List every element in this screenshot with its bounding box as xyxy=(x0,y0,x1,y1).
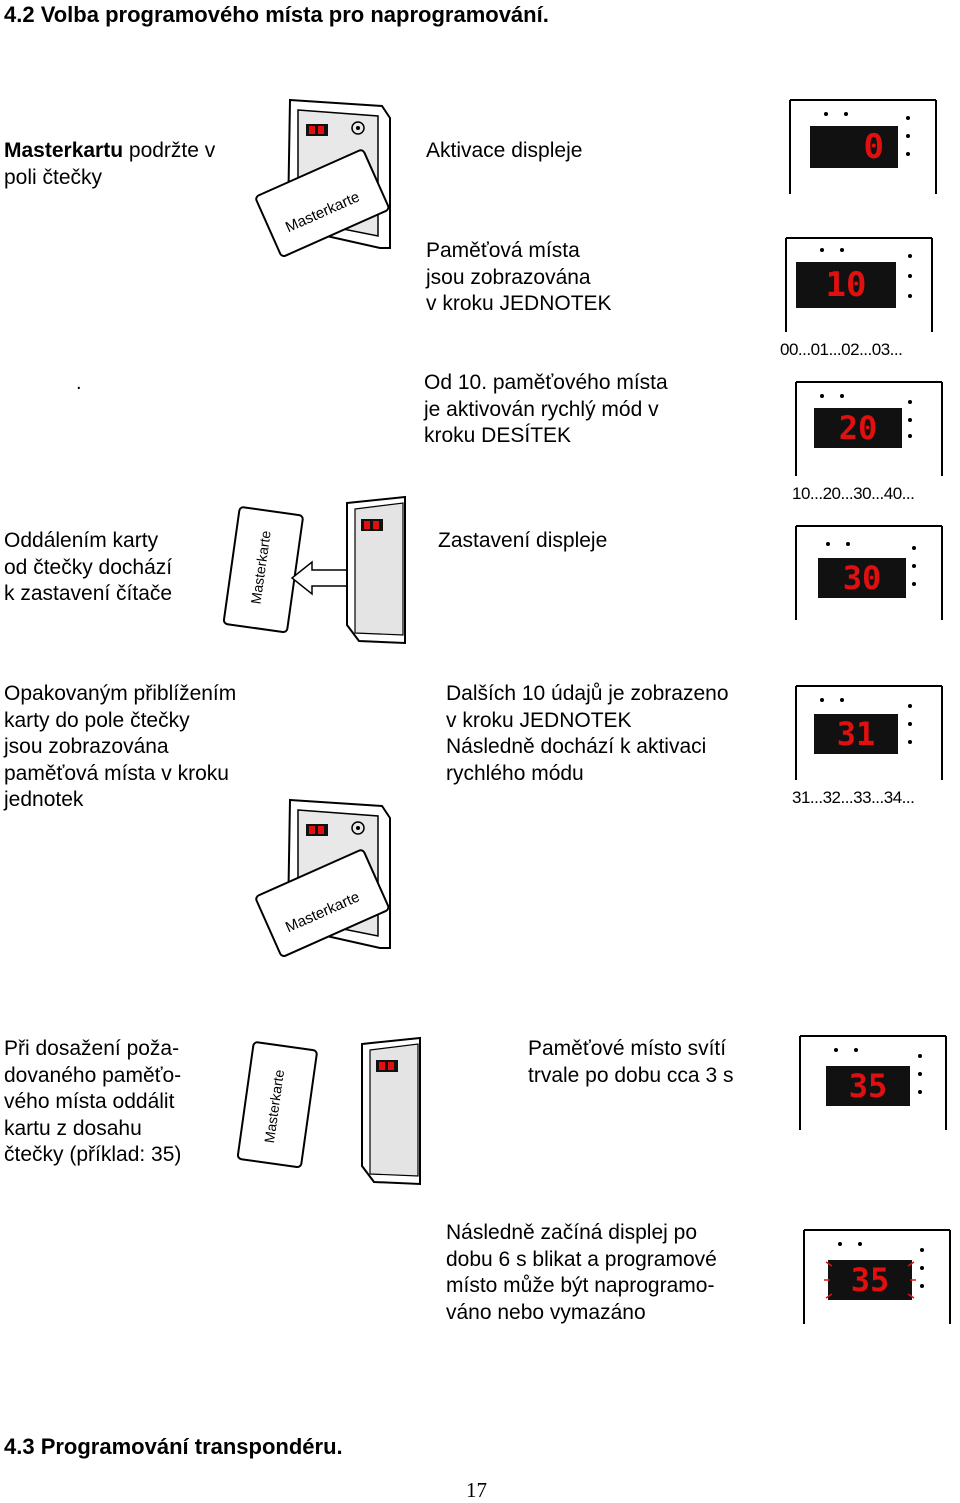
display-panel-31: 31 xyxy=(792,684,952,784)
sequence-units: 00...01...02...03... xyxy=(780,340,903,359)
reader-body-side-icon xyxy=(346,495,406,645)
display-value-10: 10 xyxy=(825,265,867,305)
display-frame xyxy=(799,1035,947,1130)
display-frame xyxy=(795,381,943,476)
display-panel-0: 0 xyxy=(786,98,946,198)
step6-right-text: Paměťové místo svítí trvale po dobu cca … xyxy=(528,1037,734,1087)
display-value-20: 20 xyxy=(838,409,878,447)
display-frame xyxy=(795,525,943,620)
sequence-units-31: 31...32...33...34... xyxy=(792,788,915,807)
section-heading-4-3: 4.3 Programování transpondéru. xyxy=(4,1434,343,1459)
masterkarte-card-1: Masterkarte xyxy=(255,149,390,258)
step2-right-text: Paměťová místa jsou zobrazována v kroku … xyxy=(426,239,612,315)
step5-right-text: Dalších 10 údajů je zobrazeno v kroku JE… xyxy=(446,682,729,785)
sequence-tens: 10...20...30...40... xyxy=(792,484,915,503)
masterkarte-card-3: Masterkarte xyxy=(255,849,390,958)
masterkarte-card-vertical-2: Masterkarte xyxy=(236,1041,318,1169)
step7-right-text: Následně začíná displej po dobu 6 s blik… xyxy=(446,1221,717,1324)
display-panel-35: 35 xyxy=(796,1034,956,1134)
step4-left-text: Oddálením karty od čtečky dochází k zast… xyxy=(4,529,173,605)
step5-left-text: Opakovaným přiblížením karty do pole čte… xyxy=(4,682,237,811)
display-frame xyxy=(795,685,943,780)
display-panel-10: 10 xyxy=(782,236,942,336)
step1-left-text: Masterkartu podržte v poli čtečky xyxy=(4,138,215,191)
display-panel-30: 30 xyxy=(792,524,952,624)
reader-body-side-icon-2 xyxy=(361,1036,421,1186)
display-value-31: 31 xyxy=(836,715,876,753)
display-value-0: 0 xyxy=(863,127,884,167)
display-panel-35-blinking: 35 xyxy=(800,1228,960,1328)
display-frame xyxy=(785,237,933,332)
display-value-30: 30 xyxy=(842,559,882,597)
blink-rays-icon xyxy=(824,1261,916,1299)
section-heading-4-2: 4.2 Volba programového místa pro naprogr… xyxy=(4,2,549,27)
display-value-35-blink: 35 xyxy=(850,1261,890,1299)
step3-right-text: Od 10. paměťového místa je aktivován ryc… xyxy=(424,371,668,447)
page-number: 17 xyxy=(466,1478,487,1502)
display-frame xyxy=(789,99,937,194)
display-value-35: 35 xyxy=(848,1067,888,1105)
step6-left-text: Při dosažení poža- dovaného paměťo- vého… xyxy=(4,1037,182,1166)
stray-dot: . xyxy=(76,372,82,394)
display-panel-20: 20 xyxy=(792,380,952,480)
step4-right-text: Zastavení displeje xyxy=(438,529,608,552)
step1-right-text: Aktivace displeje xyxy=(426,139,583,162)
display-frame xyxy=(803,1229,951,1324)
masterkarta-bold: Masterkartu xyxy=(4,139,124,162)
masterkarte-card-vertical-1: Masterkarte xyxy=(222,506,304,634)
step1-left-rest: podržte v poli čtečky xyxy=(4,139,216,189)
